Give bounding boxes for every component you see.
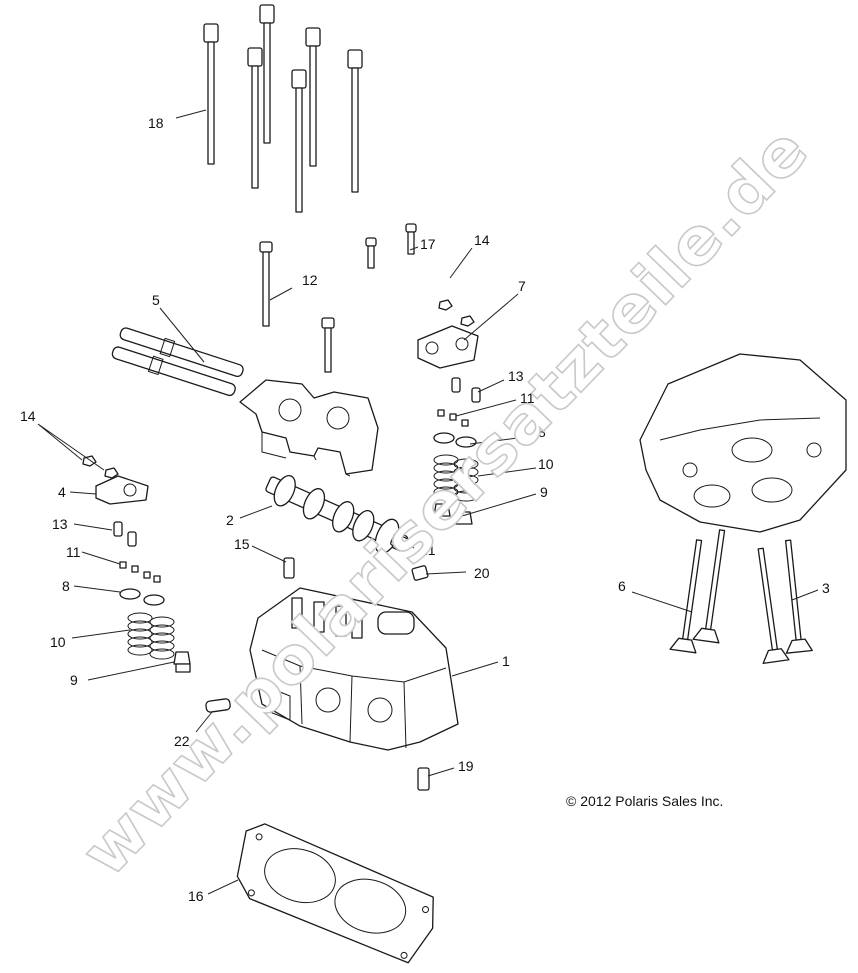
head-gasket: [236, 823, 434, 964]
callout-5: 5: [152, 292, 160, 308]
callout-18: 18: [148, 115, 164, 131]
callout-7: 7: [518, 278, 526, 294]
callout-8b: 8: [538, 424, 546, 440]
callout-15: 15: [234, 536, 250, 552]
callout-14a: 14: [20, 408, 36, 424]
callout-20: 20: [474, 565, 490, 581]
callout-16: 16: [188, 888, 204, 904]
valve-keepers: [119, 409, 469, 583]
callout-6: 6: [618, 578, 626, 594]
callout-21: 21: [420, 542, 436, 558]
cylinder-head: [249, 587, 459, 751]
callout-1: 1: [502, 653, 510, 669]
camshaft: [265, 475, 410, 554]
rocker-shafts: [111, 327, 244, 397]
callout-19: 19: [458, 758, 474, 774]
copyright-notice: © 2012 Polaris Sales Inc.: [566, 793, 724, 809]
callout-22: 22: [174, 733, 190, 749]
callout-9b: 9: [540, 484, 548, 500]
callout-numbers: 1 2 3 4 5 6 7 8 8 9 9 10 10 11 11 12 13 …: [20, 115, 830, 904]
callout-2: 2: [226, 512, 234, 528]
rocker-arms: [95, 325, 479, 505]
head-bolts: [203, 4, 363, 213]
callout-8a: 8: [62, 578, 70, 594]
leader-lines: [37, 109, 819, 895]
callout-13b: 13: [508, 368, 524, 384]
cam-carrier: [239, 379, 379, 477]
adjuster-nuts: [82, 299, 475, 479]
callout-12: 12: [302, 272, 318, 288]
callout-11b: 11: [520, 390, 535, 406]
callout-4: 4: [58, 484, 66, 500]
valve-springs: [127, 454, 479, 660]
carrier-bolts: [259, 223, 417, 373]
callout-11a: 11: [66, 544, 81, 560]
callout-3: 3: [822, 580, 830, 596]
valves: [669, 529, 813, 665]
callout-13a: 13: [52, 516, 68, 532]
callout-14b: 14: [474, 232, 490, 248]
callout-10b: 10: [538, 456, 554, 472]
callout-10a: 10: [50, 634, 66, 650]
assembled-head-view: [639, 353, 847, 533]
callout-17: 17: [420, 236, 436, 252]
callout-9a: 9: [70, 672, 78, 688]
valve-seals: [173, 503, 473, 673]
spring-retainers: [119, 432, 477, 606]
dowel-pins: [205, 557, 430, 791]
